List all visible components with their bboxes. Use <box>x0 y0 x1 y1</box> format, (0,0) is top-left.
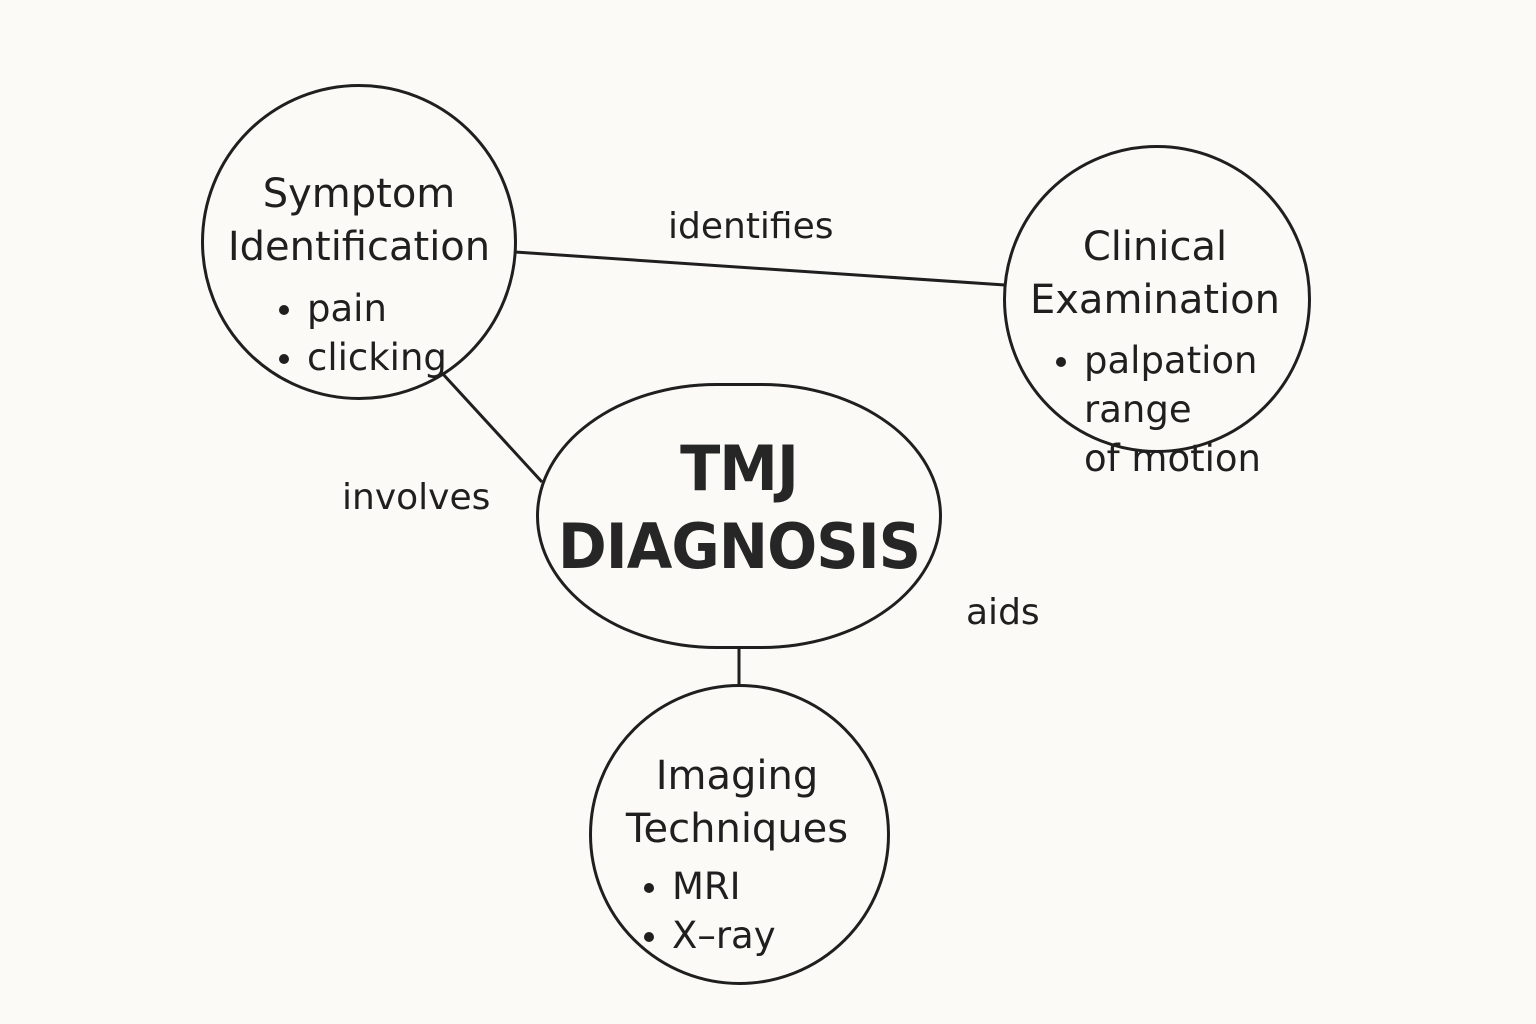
symptom-list: pain clicking <box>277 284 447 382</box>
clinical-examination-node <box>1003 145 1311 453</box>
list-item: range <box>1084 388 1192 431</box>
symptom-identification-title: Symptom Identification <box>209 168 509 274</box>
clinical-examination-title: Clinical Examination <box>1005 221 1305 327</box>
clinical-list: palpation range of motion <box>1054 336 1261 483</box>
list-item: of motion <box>1084 437 1261 480</box>
clinical-title-line2: Examination <box>1029 277 1281 323</box>
imaging-title-line2: Techniques <box>625 806 849 852</box>
imaging-list: MRI X–ray <box>642 862 776 960</box>
center-title-line2: DIAGNOSIS <box>557 510 921 583</box>
list-item: X–ray <box>642 911 776 960</box>
list-item: pain <box>277 284 447 333</box>
edge-label-identifies: identifies <box>668 206 834 247</box>
edge-symptom-center <box>440 371 544 484</box>
center-title-line1: TMJ <box>680 432 799 505</box>
edge-label-involves: involves <box>342 477 491 518</box>
symptom-title-line2: Identification <box>227 224 491 270</box>
symptom-title-line1: Symptom <box>262 171 456 217</box>
edge-symptom-clinical <box>514 250 1006 287</box>
tmj-diagnosis-title: TMJ DIAGNOSIS <box>546 430 932 586</box>
symptom-identification-node <box>201 84 517 400</box>
clinical-title-line1: Clinical <box>1082 224 1228 270</box>
edge-label-aids: aids <box>966 592 1040 633</box>
list-item: palpation <box>1054 336 1261 385</box>
imaging-techniques-node <box>589 684 890 985</box>
imaging-title-line1: Imaging <box>655 753 819 799</box>
list-item: clicking <box>277 333 447 382</box>
imaging-techniques-title: Imaging Techniques <box>589 750 885 856</box>
list-item: MRI <box>642 862 776 911</box>
tmj-diagnosis-node <box>536 383 942 649</box>
